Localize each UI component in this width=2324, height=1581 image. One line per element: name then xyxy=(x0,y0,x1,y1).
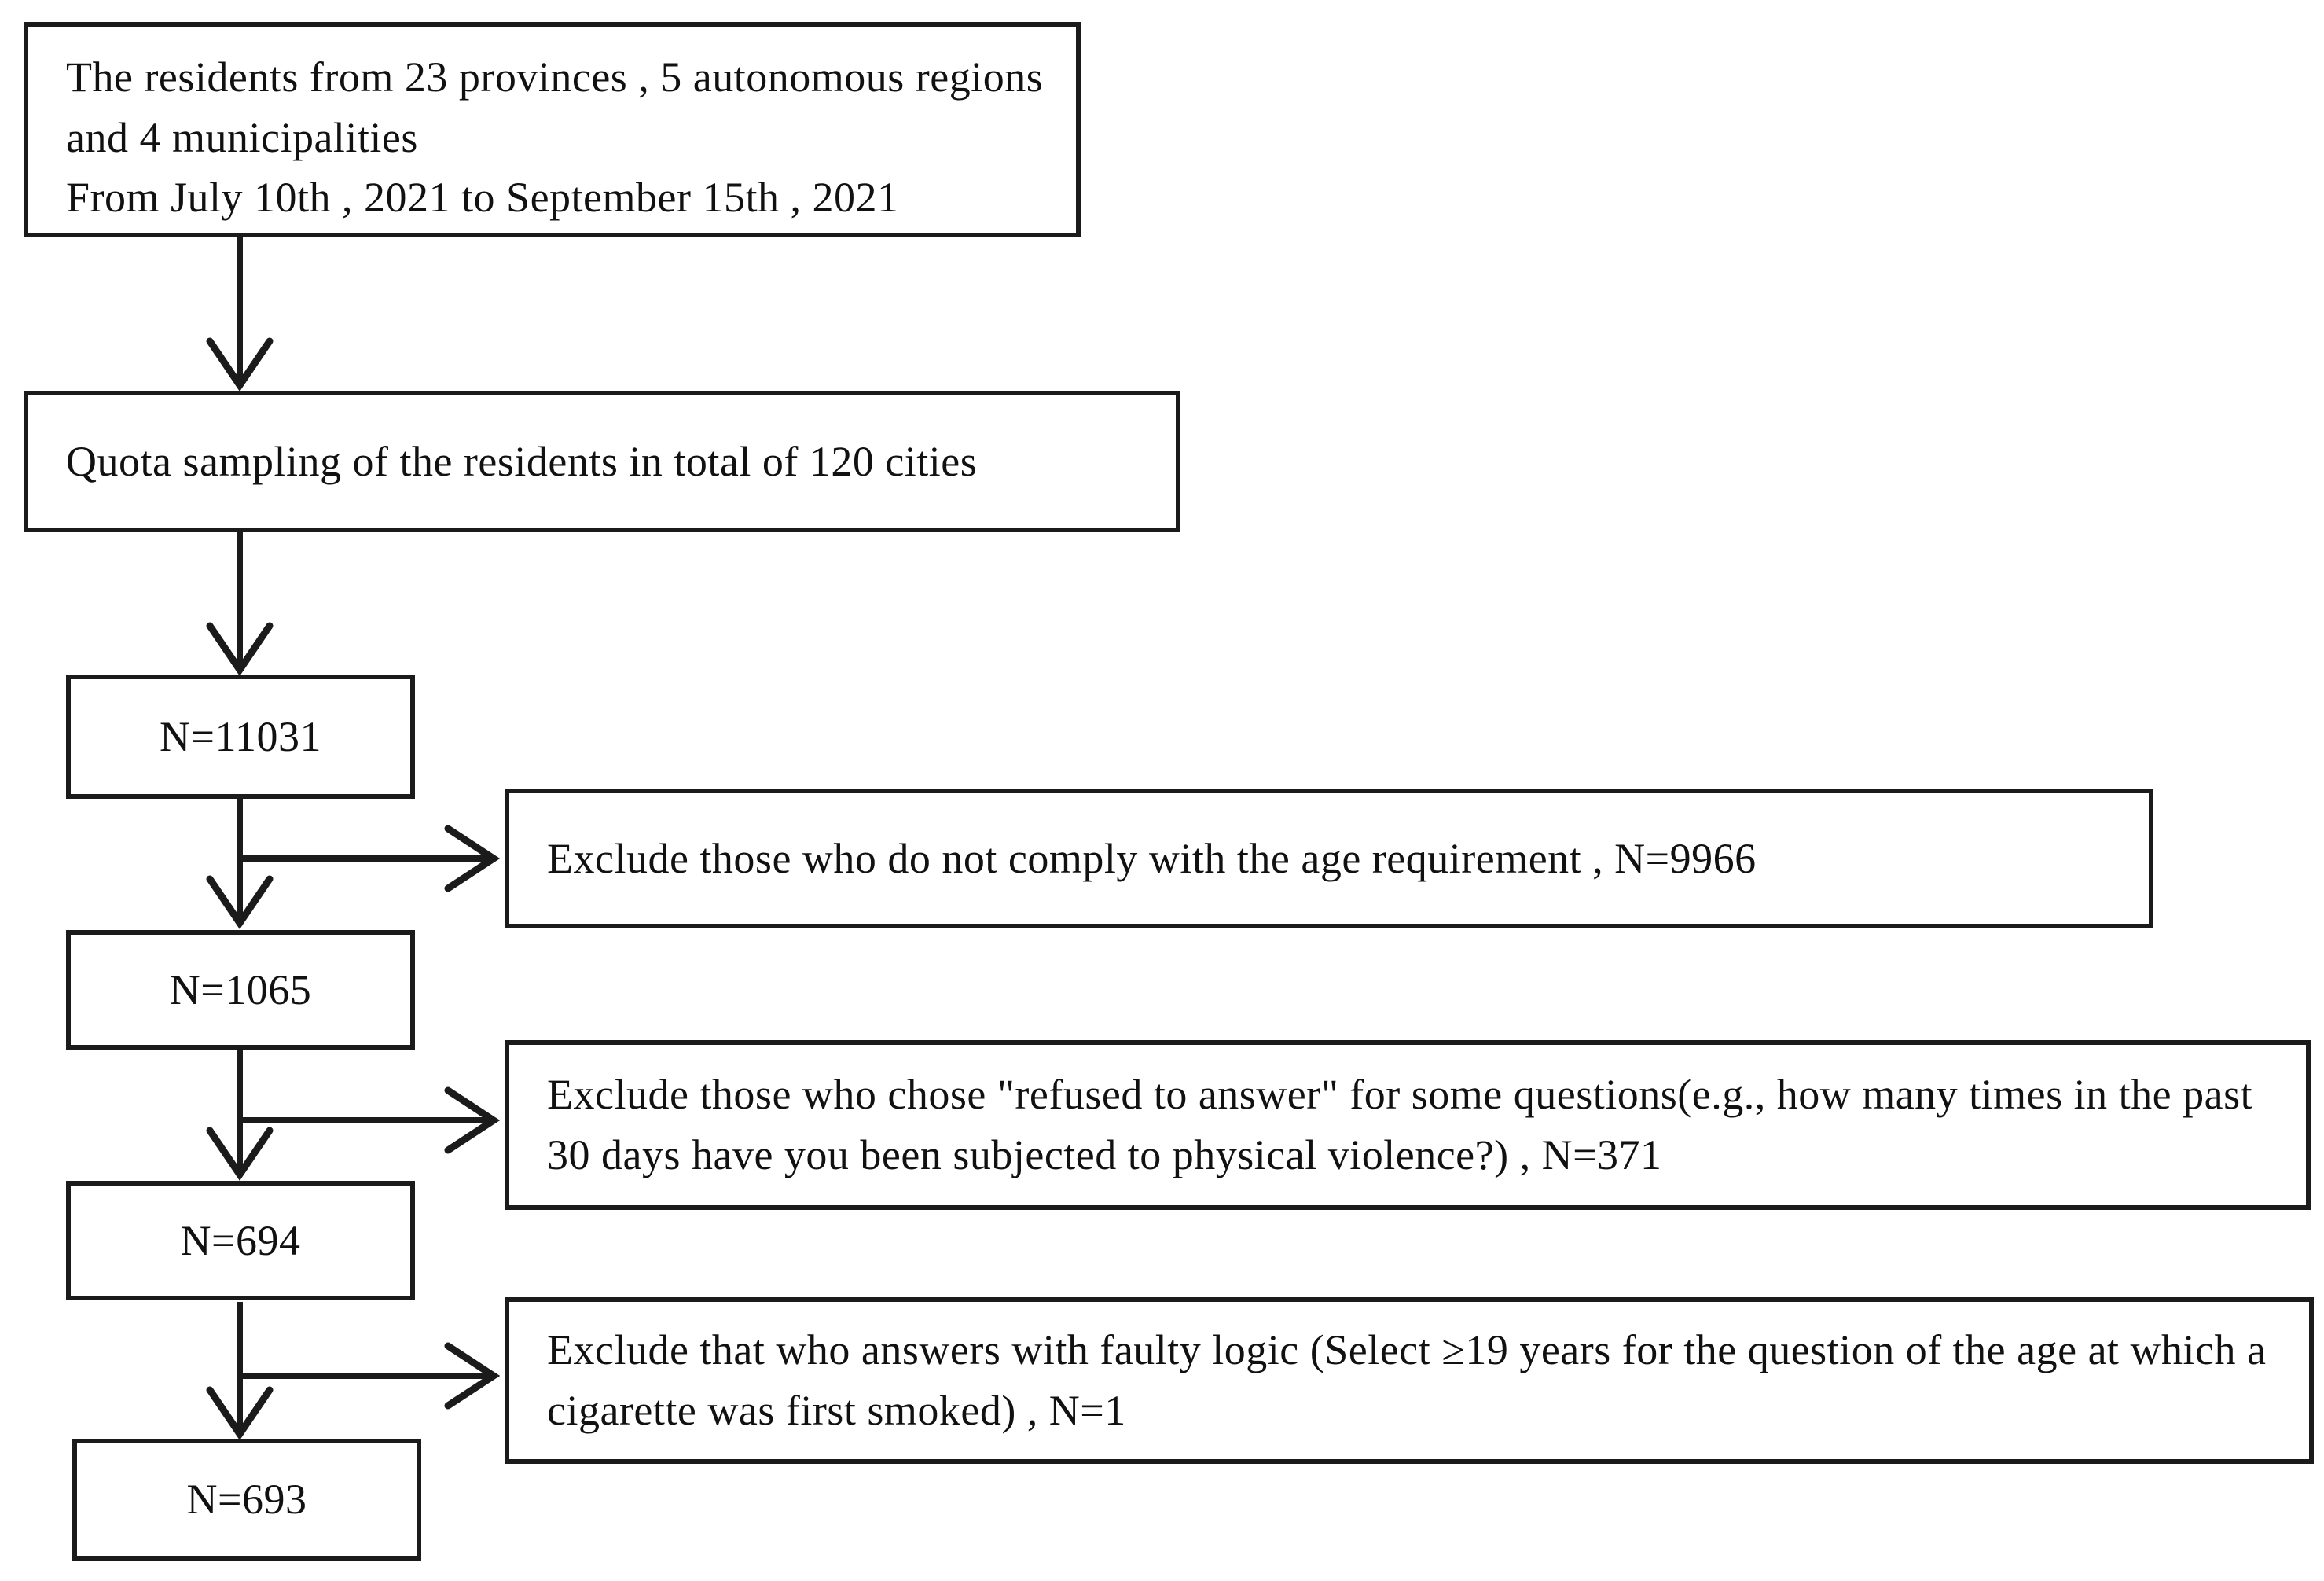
arrow-sampling-to-n11031 xyxy=(206,532,274,677)
node-n11031: N=11031 xyxy=(66,675,415,799)
node-population-line1: The residents from 23 provinces , 5 auto… xyxy=(66,53,1044,161)
node-exclude-refused-label: Exclude those who chose "refused to answ… xyxy=(547,1071,2253,1178)
node-n693-label: N=693 xyxy=(186,1476,307,1524)
arrow-n694-to-n693 xyxy=(206,1302,274,1441)
node-population-line2: From July 10th , 2021 to September 15th … xyxy=(66,174,899,222)
node-n11031-label: N=11031 xyxy=(160,712,321,760)
node-n694: N=694 xyxy=(66,1181,415,1300)
arrow-n1065-to-n694 xyxy=(206,1050,274,1182)
arrow-population-to-sampling xyxy=(206,237,274,392)
arrow-branch-to-exclude-faulty xyxy=(240,1342,501,1410)
node-n694-label: N=694 xyxy=(180,1216,301,1264)
arrow-branch-to-exclude-age xyxy=(240,825,501,892)
node-n1065-label: N=1065 xyxy=(169,965,312,1013)
node-population: The residents from 23 provinces , 5 auto… xyxy=(24,22,1081,237)
node-exclude-faulty-label: Exclude that who answers with faulty log… xyxy=(547,1326,2267,1434)
node-exclude-refused: Exclude those who chose "refused to answ… xyxy=(505,1040,2311,1210)
node-exclude-faulty: Exclude that who answers with faulty log… xyxy=(505,1297,2314,1464)
node-n1065: N=1065 xyxy=(66,930,415,1050)
arrow-branch-to-exclude-refused xyxy=(240,1086,501,1154)
node-exclude-age-label: Exclude those who do not comply with the… xyxy=(547,834,1757,882)
node-sampling: Quota sampling of the residents in total… xyxy=(24,391,1180,532)
node-sampling-label: Quota sampling of the residents in total… xyxy=(66,437,978,485)
node-n693: N=693 xyxy=(72,1439,421,1561)
node-exclude-age: Exclude those who do not comply with the… xyxy=(505,789,2153,928)
